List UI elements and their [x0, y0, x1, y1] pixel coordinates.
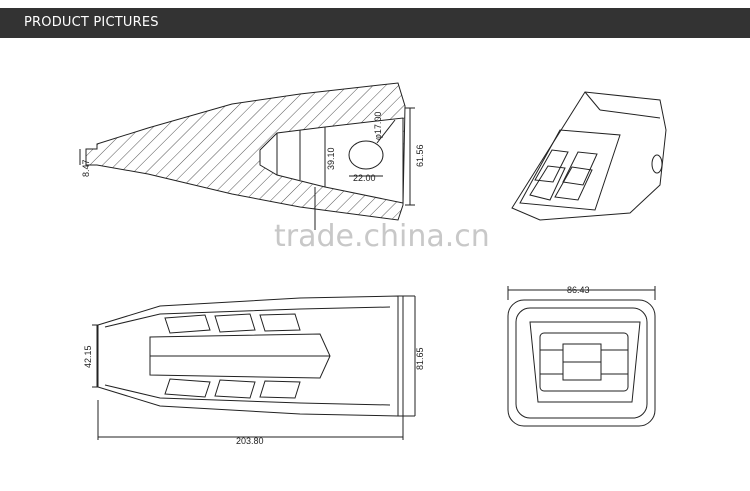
iso-view — [511, 91, 667, 221]
iso-outline — [511, 91, 667, 221]
side-section-view — [79, 82, 415, 230]
section-header: PRODUCT PICTURES — [0, 8, 750, 38]
dim-pin-offset: 22.00 — [353, 173, 376, 183]
section-title: PRODUCT PICTURES — [24, 15, 159, 30]
dim-top-width-rear: 42.15 — [83, 345, 93, 368]
dim-side-tip: 8.47 — [81, 159, 91, 177]
dim-pin-hole-dia: φ17.00 — [373, 112, 383, 140]
dim-end-width: 86.43 — [567, 285, 590, 295]
pin-hole — [348, 140, 384, 170]
dim-side-height: 61.56 — [415, 144, 425, 167]
dim-pocket-depth: 39.10 — [326, 147, 336, 170]
dim-top-width-front: 81.65 — [415, 347, 425, 370]
dim-overall-length: 203.80 — [236, 436, 264, 446]
top-view — [92, 295, 416, 440]
watermark: trade.china.cn — [274, 219, 490, 254]
top-center-groove — [149, 333, 331, 379]
end-outer — [507, 299, 656, 427]
end-view — [507, 286, 656, 427]
side-pocket — [259, 117, 404, 204]
